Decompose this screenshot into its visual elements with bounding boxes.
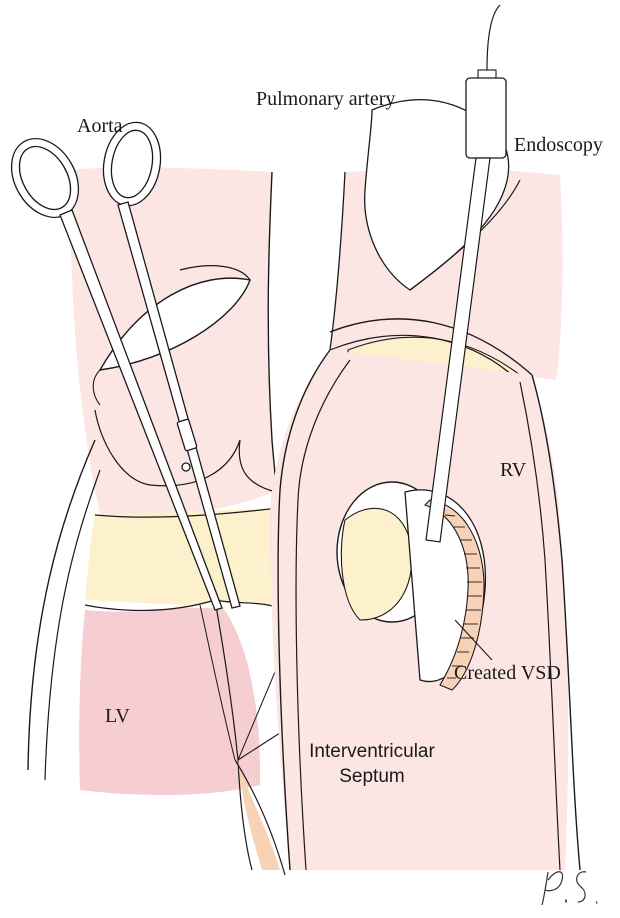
label-aorta: Aorta bbox=[77, 116, 123, 136]
label-endoscopy: Endoscopy bbox=[514, 135, 603, 155]
aorta-body bbox=[70, 167, 276, 516]
label-created-vsd: Created VSD bbox=[454, 663, 561, 683]
label-pulmonary-artery: Pulmonary artery bbox=[256, 89, 395, 109]
signature bbox=[542, 872, 597, 905]
label-rv: RV bbox=[500, 460, 526, 480]
label-interventricular-line1: Interventricular bbox=[292, 740, 452, 765]
label-interventricular-line2: Septum bbox=[292, 765, 452, 790]
label-interventricular-septum: Interventricular Septum bbox=[292, 740, 452, 789]
label-lv: LV bbox=[105, 706, 130, 726]
